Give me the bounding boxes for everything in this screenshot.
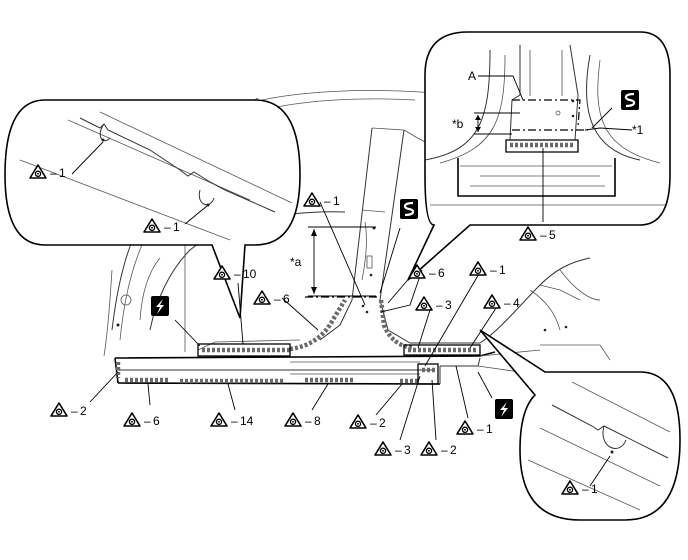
spot-weld-icon xyxy=(483,294,501,309)
svg-text:–: – xyxy=(274,292,281,306)
callout-number: 1 xyxy=(59,166,66,180)
svg-text:–: – xyxy=(305,414,312,428)
label-dash: – xyxy=(50,166,57,180)
callout-number: 10 xyxy=(243,267,257,281)
svg-text:–: – xyxy=(370,416,377,430)
spot-weld-icon xyxy=(456,420,474,435)
callout-number: 1 xyxy=(333,194,340,208)
callout-number: 4 xyxy=(513,296,520,310)
svg-text:–: – xyxy=(504,296,511,310)
callout-number: 1 xyxy=(486,422,493,436)
svg-text:–: – xyxy=(71,404,78,418)
spot-weld-icon xyxy=(519,226,537,241)
callout-number: 5 xyxy=(549,228,556,242)
callout-number: 2 xyxy=(80,404,87,418)
dimension-a-label: *a xyxy=(290,255,302,269)
inset-label-a: A xyxy=(468,69,476,83)
callout-number: 1 xyxy=(173,220,180,234)
svg-text:–: – xyxy=(164,220,171,234)
callout-labels: – 1 – 1 – 1 *a – 10 – 6 – 6 – 1 – 3 – 4 … xyxy=(29,69,644,496)
svg-text:–: – xyxy=(436,298,443,312)
detail-callout-top-right xyxy=(407,31,671,281)
spot-weld-icon xyxy=(303,192,321,207)
spot-weld-icon xyxy=(420,441,438,456)
spot-weld-icon xyxy=(253,290,271,305)
spot-weld-icon xyxy=(349,414,367,429)
svg-text:–: – xyxy=(429,266,436,280)
callout-number: 6 xyxy=(283,292,290,306)
svg-text:–: – xyxy=(582,482,589,496)
leader-lines xyxy=(89,201,499,441)
callout-number: 14 xyxy=(240,414,254,428)
svg-text:–: – xyxy=(234,267,241,281)
callout-number: 2 xyxy=(450,443,457,457)
spot-weld-icon xyxy=(374,441,392,456)
callout-number: 6 xyxy=(438,266,445,280)
spot-weld-icon xyxy=(415,296,433,311)
mig-seam-weld-icon xyxy=(619,88,641,112)
callout-number: 1 xyxy=(499,263,506,277)
callout-number: 8 xyxy=(314,414,321,428)
svg-text:–: – xyxy=(395,443,402,457)
weld-regions xyxy=(115,298,476,384)
svg-text:–: – xyxy=(490,263,497,277)
svg-text:–: – xyxy=(540,228,547,242)
spot-weld-icon xyxy=(284,412,302,427)
inset-note-marker: *1 xyxy=(632,123,644,137)
mig-plug-weld-icon xyxy=(151,296,169,316)
dimension-b-label: *b xyxy=(452,117,464,131)
svg-text:–: – xyxy=(231,414,238,428)
callout-number: 6 xyxy=(153,414,160,428)
mig-seam-weld-icon xyxy=(398,197,420,221)
spot-weld-icon xyxy=(50,402,68,417)
spot-weld-icon xyxy=(123,412,141,427)
detail-callout-top-left xyxy=(4,99,301,319)
spot-weld-icon xyxy=(210,412,228,427)
callout-number: 2 xyxy=(379,416,386,430)
detail-callout-bottom-right xyxy=(479,329,681,521)
svg-text:–: – xyxy=(144,414,151,428)
svg-text:–: – xyxy=(441,443,448,457)
pillar-slot xyxy=(366,255,373,269)
callout-number: 1 xyxy=(591,482,598,496)
callout-number: 3 xyxy=(445,298,452,312)
callout-number: 3 xyxy=(404,443,411,457)
svg-text:–: – xyxy=(324,194,331,208)
mig-plug-weld-icon xyxy=(495,399,513,419)
svg-text:–: – xyxy=(477,422,484,436)
spot-weld-icon xyxy=(469,261,487,276)
